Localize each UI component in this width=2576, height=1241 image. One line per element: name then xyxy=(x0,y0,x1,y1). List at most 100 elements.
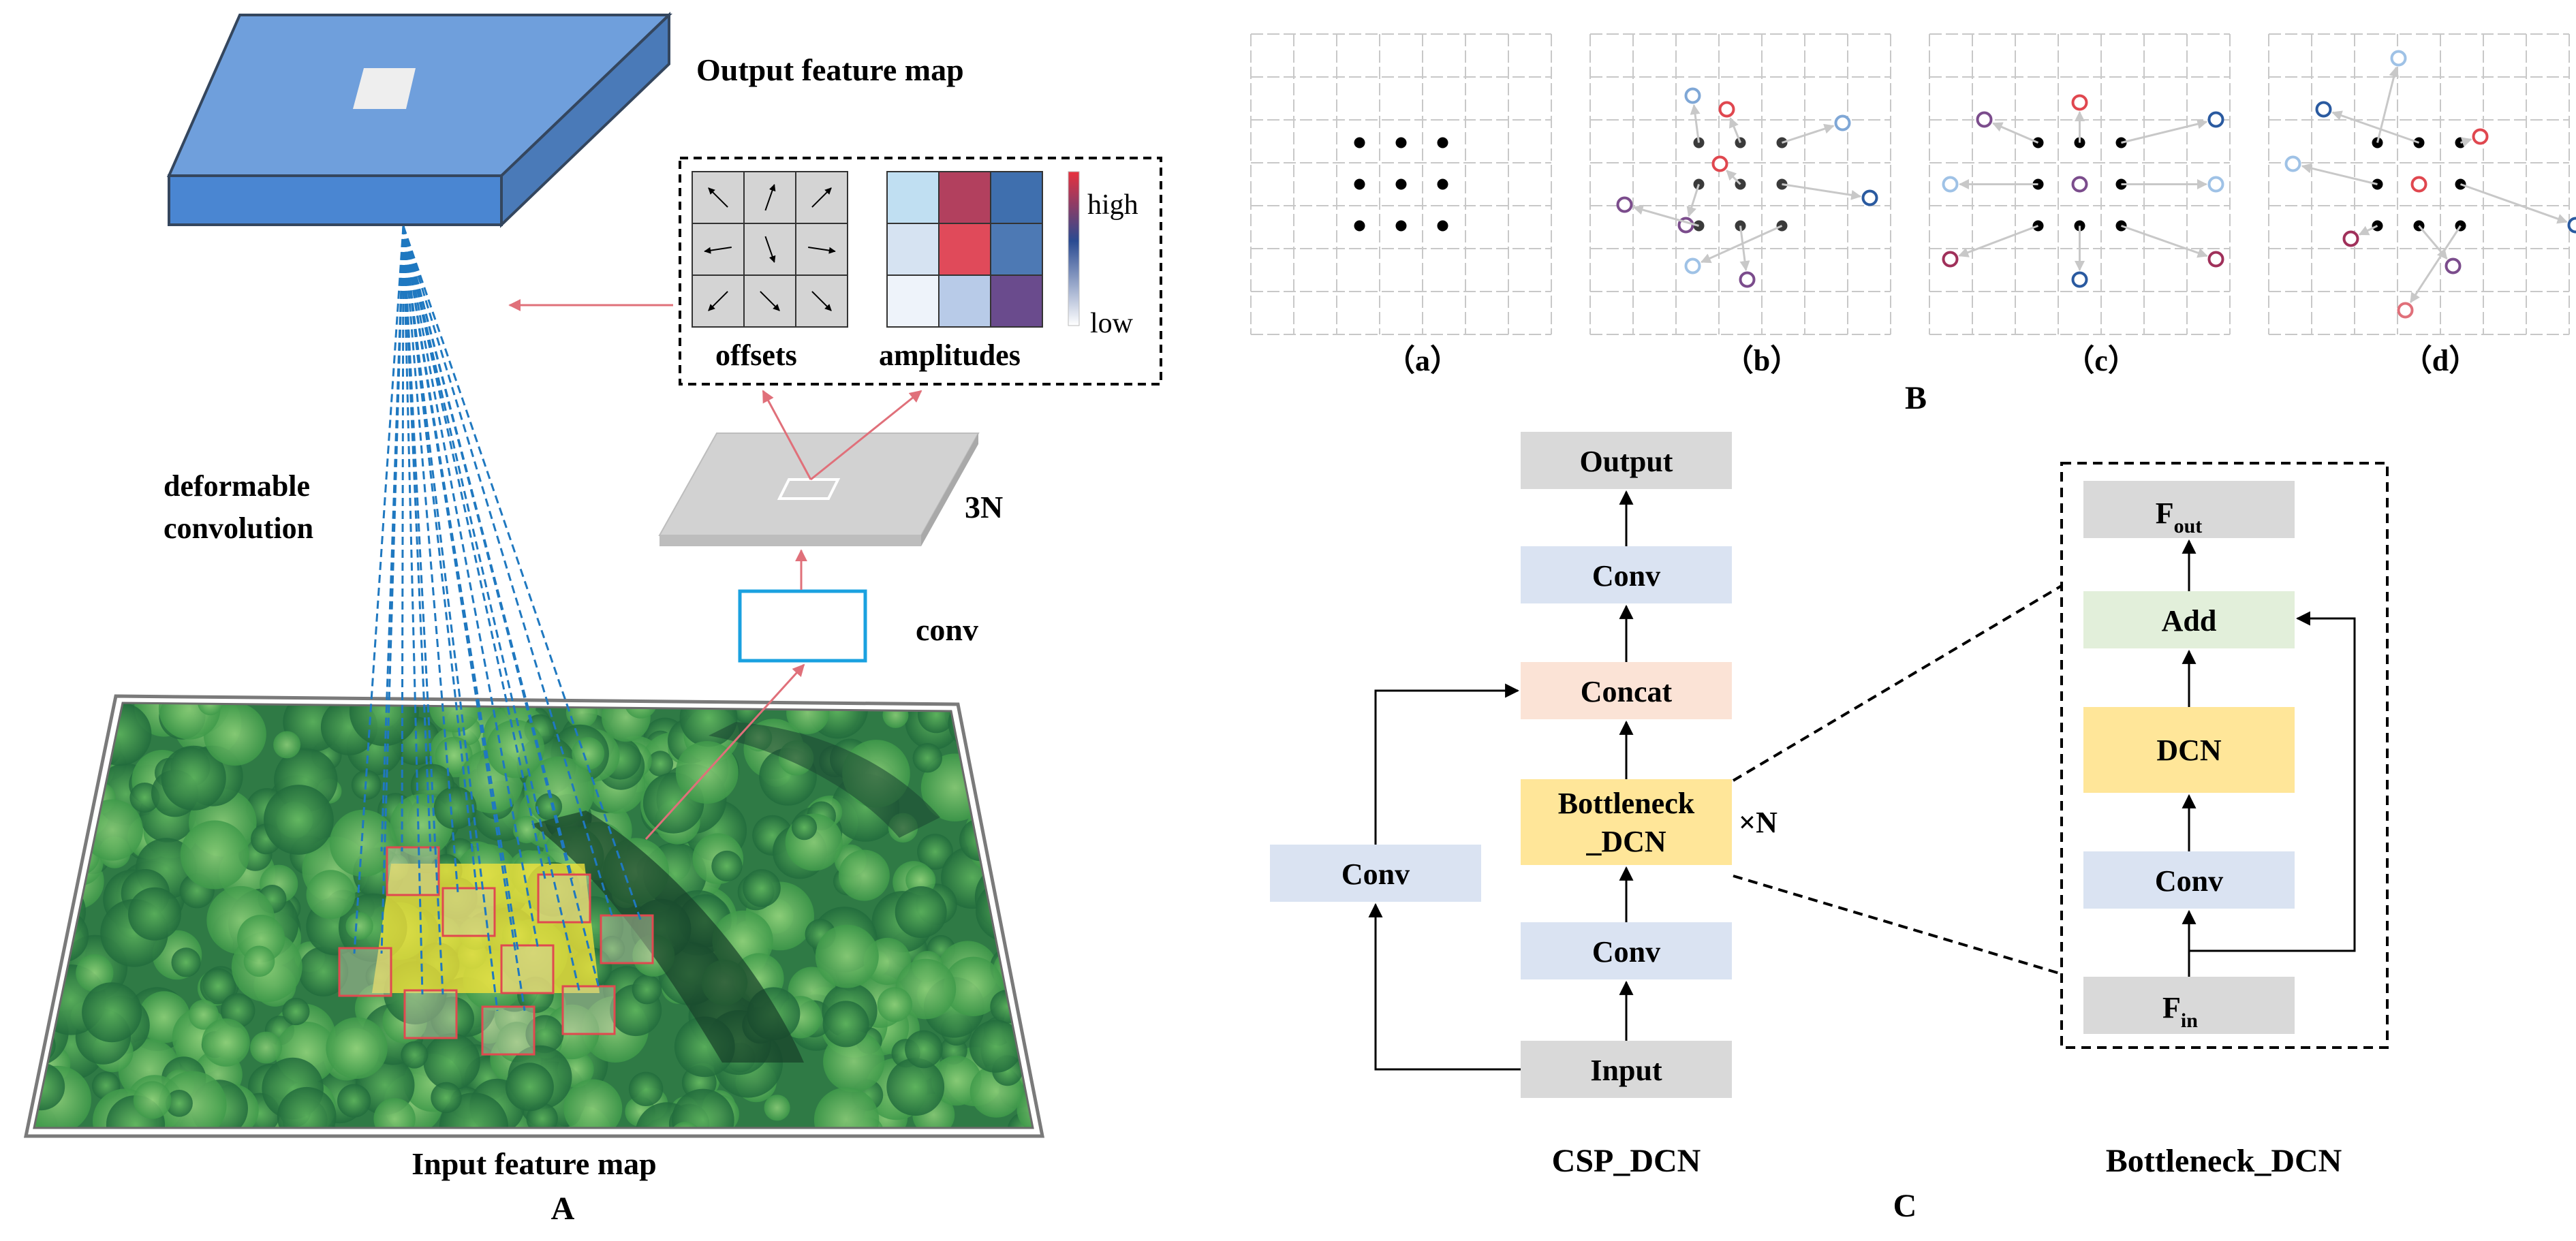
tree-crown xyxy=(203,703,266,766)
tree-crown xyxy=(34,793,57,824)
colorbar xyxy=(1068,171,1080,326)
to-amplitudes-arrow xyxy=(810,390,922,481)
tree-crown xyxy=(943,956,1004,1017)
offset-vector xyxy=(2409,225,2462,304)
f-out-label: Fout xyxy=(2156,497,2203,537)
tree-crown xyxy=(1017,890,1033,916)
csp-bottleneck-label-1: Bottleneck xyxy=(1558,787,1695,820)
panel-c: Output Conv Concat Bottleneck _DCN ×N Co… xyxy=(1270,432,2389,1224)
tree-crown xyxy=(877,987,912,1022)
tree-crown xyxy=(158,703,221,740)
sampling-grid-a xyxy=(1250,33,1552,335)
csp-concat-label: Concat xyxy=(1581,675,1673,708)
amplitudes-label: amplitudes xyxy=(879,339,1021,372)
offset-arrow xyxy=(811,291,832,311)
tree-crown xyxy=(1012,703,1033,747)
output-pixel xyxy=(353,68,416,109)
offset-sample xyxy=(2071,271,2088,288)
tree-crown xyxy=(959,703,1004,725)
sampling-grid-d xyxy=(2268,33,2576,335)
times-n-label: ×N xyxy=(1739,806,1778,839)
offset-vector xyxy=(1726,170,1741,185)
offset-sample xyxy=(2071,176,2088,193)
tree-crown xyxy=(171,947,201,977)
tree-crown xyxy=(976,880,1033,942)
conv-box xyxy=(738,589,867,663)
amplitudes-grid xyxy=(886,171,1043,328)
sample-cell xyxy=(403,989,458,1039)
tree-crown xyxy=(1006,811,1033,841)
tree-crown xyxy=(166,1090,193,1117)
tree-crown xyxy=(34,760,69,808)
tree-crown xyxy=(36,703,103,753)
tree-crown xyxy=(298,946,349,996)
csp-dcn-diagram: Output Conv Concat Bottleneck _DCN ×N Co… xyxy=(1270,432,1778,1098)
panel-a: Output feature map xyxy=(23,12,1162,1227)
offset-vector xyxy=(2459,183,2568,224)
tree-crown xyxy=(1013,703,1033,719)
tree-crown xyxy=(250,1031,282,1064)
projection-lines xyxy=(353,225,642,1011)
sampling-point xyxy=(1354,220,1365,232)
deformable-sampling-area xyxy=(338,846,654,1056)
tree-crown xyxy=(273,731,301,759)
csp-input-block xyxy=(1521,1041,1732,1098)
tree-crown xyxy=(632,974,662,1005)
tree-crown xyxy=(34,810,74,864)
bottleneck-conv-block xyxy=(2083,851,2295,909)
offset-vector xyxy=(1690,104,1701,143)
sampling-point xyxy=(1395,178,1407,190)
panel-c-letter: C xyxy=(1893,1188,1917,1224)
tree-crown xyxy=(198,703,223,716)
deformable-label-line1: deformable xyxy=(164,469,310,503)
sample-cell xyxy=(386,846,440,896)
offsets-grid xyxy=(692,171,848,328)
tree-crown xyxy=(505,1063,554,1112)
tree-crown xyxy=(188,999,219,1030)
tree-crown xyxy=(34,765,93,832)
csp-concat-block xyxy=(1521,662,1732,719)
output-feature-map-label: Output feature map xyxy=(696,52,964,87)
offsets-label: offsets xyxy=(715,339,797,372)
amplitude-cell xyxy=(990,223,1043,276)
tree-crown xyxy=(743,869,781,907)
offset-arrow xyxy=(704,247,732,254)
csp-dcn-caption: CSP_DCN xyxy=(1552,1143,1701,1179)
tree-crown xyxy=(998,832,1033,891)
offset-vector xyxy=(1728,117,1741,144)
tree-crown xyxy=(34,834,63,866)
offset-vector xyxy=(1782,183,1862,200)
tree-crown xyxy=(345,912,373,940)
tree-crown xyxy=(76,954,114,992)
threeN-label: 3N xyxy=(965,490,1003,524)
amplitude-cell xyxy=(938,274,991,328)
csp-conv-mid-block xyxy=(1521,922,1732,979)
tree-crown xyxy=(202,1018,250,1067)
tree-crown xyxy=(34,866,59,917)
offset-arrow xyxy=(760,291,780,311)
sampling-point xyxy=(1354,178,1365,190)
zoom-connectors xyxy=(1732,584,2063,975)
offset-vector xyxy=(1958,225,2039,257)
tree-crown xyxy=(917,834,953,870)
tree-crown xyxy=(672,1088,734,1128)
tree-crown xyxy=(431,1082,462,1114)
csp-input-label: Input xyxy=(1590,1054,1662,1087)
subpanel-d-label: （d） xyxy=(2402,344,2479,377)
offset-sample xyxy=(2397,302,2414,319)
output-feature-map xyxy=(166,12,672,228)
tree-crown xyxy=(823,1031,885,1093)
offset-sample xyxy=(2284,155,2301,172)
tree-crown xyxy=(326,1017,388,1080)
offset-arrow xyxy=(708,187,728,208)
tree-crown xyxy=(34,821,68,879)
tree-crown xyxy=(1007,1112,1033,1128)
csp-output-block xyxy=(1521,432,1732,489)
offset-vector xyxy=(2121,119,2208,144)
offset-sample xyxy=(2567,217,2576,234)
offset-vector xyxy=(2331,110,2419,144)
sampling-grid-c xyxy=(1929,33,2231,335)
csp-conv-side-block xyxy=(1270,845,1481,902)
offset-vector xyxy=(1700,225,1783,264)
